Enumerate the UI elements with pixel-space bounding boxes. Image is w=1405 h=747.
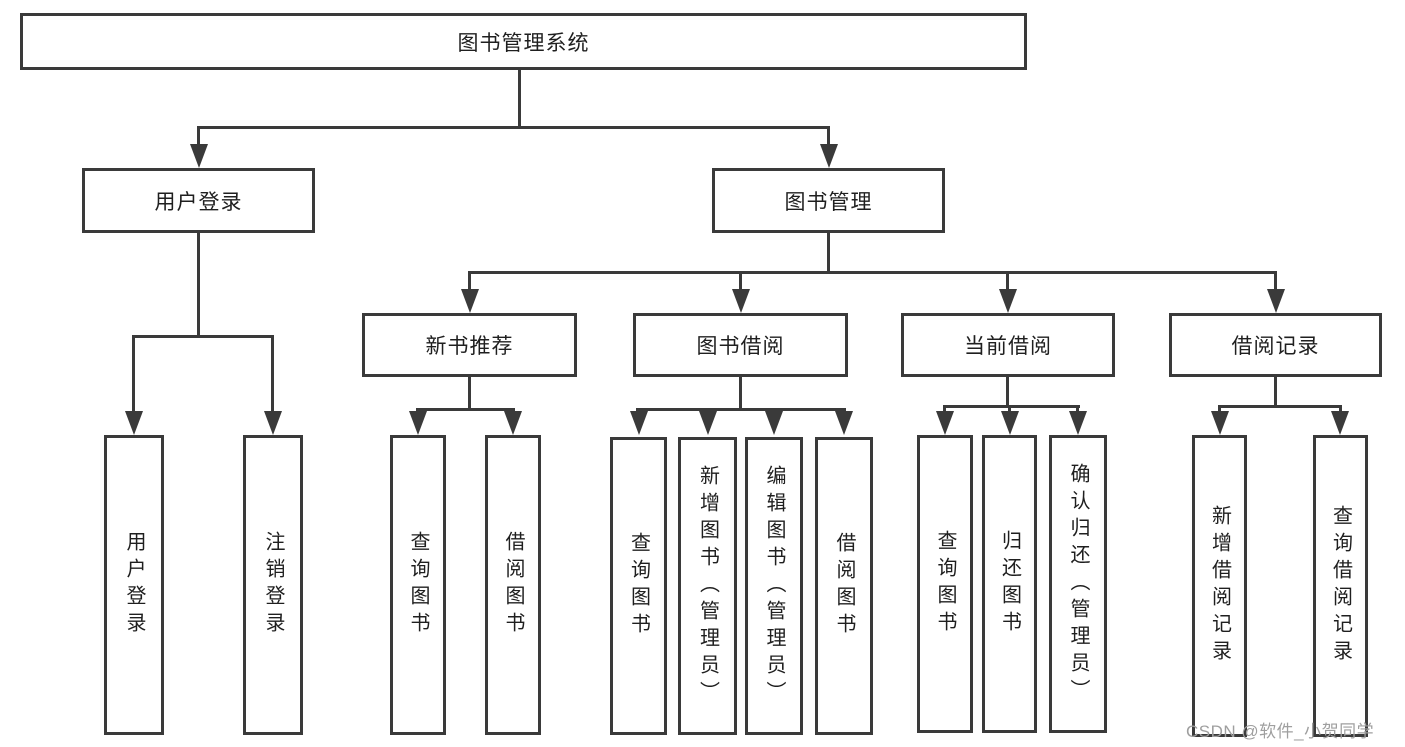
connector-current-borrow-stem — [1006, 377, 1009, 408]
arrowhead-leaf-return — [1001, 411, 1019, 435]
arrowhead-leaf-query3 — [936, 411, 954, 435]
node-leaf-add-borrow-record-label: 新增借阅记录 — [1208, 505, 1231, 667]
arrowhead-leaf-borrow2 — [835, 411, 853, 435]
connector-to-book-borrow — [739, 271, 742, 293]
connector-book-borrow-stem — [739, 377, 742, 411]
node-leaf-edit-book-admin-label: 编辑图书（管理员） — [763, 464, 785, 708]
connector-to-leaf-login — [132, 335, 135, 415]
arrowhead-user-login — [190, 144, 208, 168]
node-leaf-query-books-1-label: 查询图书 — [407, 531, 429, 639]
node-new-book-rec: 新书推荐 — [362, 313, 577, 377]
node-leaf-user-login-label: 用户登录 — [123, 531, 145, 639]
arrowhead-leaf-query2 — [630, 411, 648, 435]
arrowhead-leaf-borrow1 — [504, 411, 522, 435]
node-current-borrow-label: 当前借阅 — [964, 335, 1052, 358]
node-leaf-query-books-3: 查询图书 — [917, 435, 973, 733]
connector-new-book-rec-branch — [416, 408, 515, 411]
arrowhead-leaf-query1 — [409, 411, 427, 435]
connector-new-book-rec-stem — [468, 377, 471, 411]
node-leaf-confirm-return-admin-label: 确认归还（管理员） — [1067, 462, 1089, 706]
connector-to-leaf-logout — [271, 335, 274, 415]
arrowhead-book-borrow — [732, 289, 750, 313]
connector-book-mgmt-stem — [827, 233, 830, 274]
node-leaf-borrow-books-1-label: 借阅图书 — [502, 531, 524, 639]
node-borrow-records: 借阅记录 — [1169, 313, 1382, 377]
node-leaf-return-book-label: 归还图书 — [998, 530, 1021, 638]
node-leaf-user-login: 用户登录 — [104, 435, 164, 735]
node-root: 图书管理系统 — [20, 13, 1027, 70]
connector-root-to-user-login — [197, 126, 200, 148]
node-leaf-query-books-2: 查询图书 — [610, 437, 667, 735]
connector-book-borrow-branch — [636, 408, 846, 411]
node-leaf-logout: 注销登录 — [243, 435, 303, 735]
arrowhead-leaf-edit-book — [765, 411, 783, 435]
arrowhead-leaf-login — [125, 411, 143, 435]
connector-current-borrow-branch — [943, 405, 1080, 408]
node-leaf-query-books-1: 查询图书 — [390, 435, 446, 735]
node-new-book-rec-label: 新书推荐 — [425, 335, 514, 358]
node-leaf-logout-label: 注销登录 — [262, 531, 284, 639]
node-leaf-borrow-books-2-label: 借阅图书 — [833, 532, 855, 640]
connector-borrow-records-stem — [1274, 377, 1277, 408]
arrowhead-leaf-confirm-return — [1069, 411, 1087, 435]
connector-user-login-stem — [197, 233, 200, 338]
node-book-borrow-label: 图书借阅 — [696, 335, 785, 358]
connector-user-login-branch — [132, 335, 274, 338]
node-root-label: 图书管理系统 — [457, 31, 590, 55]
arrowhead-leaf-logout — [264, 411, 282, 435]
connector-borrow-records-branch — [1218, 405, 1342, 408]
arrowhead-book-mgmt — [820, 144, 838, 168]
connector-root-branch — [197, 126, 830, 129]
arrowhead-new-book-rec — [461, 289, 479, 313]
connector-root-to-book-mgmt — [827, 126, 830, 148]
node-leaf-borrow-books-1: 借阅图书 — [485, 435, 541, 735]
node-leaf-add-book-admin-label: 新增图书（管理员） — [696, 464, 719, 708]
node-leaf-query-borrow-record-label: 查询借阅记录 — [1329, 505, 1352, 667]
node-user-login-label: 用户登录 — [154, 190, 243, 214]
connector-root-stem — [518, 70, 521, 126]
node-book-borrow: 图书借阅 — [633, 313, 848, 377]
connector-to-current-borrow — [1006, 271, 1009, 293]
node-leaf-borrow-books-2: 借阅图书 — [815, 437, 873, 735]
node-book-mgmt: 图书管理 — [712, 168, 945, 233]
node-current-borrow: 当前借阅 — [901, 313, 1115, 377]
connector-to-borrow-records — [1274, 271, 1277, 293]
arrowhead-borrow-records — [1267, 289, 1285, 313]
arrowhead-leaf-query-record — [1331, 411, 1349, 435]
node-book-mgmt-label: 图书管理 — [784, 190, 873, 214]
arrowhead-leaf-add-record — [1211, 411, 1229, 435]
node-leaf-query-borrow-record: 查询借阅记录 — [1313, 435, 1368, 737]
node-user-login: 用户登录 — [82, 168, 315, 233]
connector-book-mgmt-branch — [468, 271, 1277, 274]
node-leaf-return-book: 归还图书 — [982, 435, 1037, 733]
node-leaf-add-book-admin: 新增图书（管理员） — [678, 437, 737, 735]
connector-to-new-book-rec — [468, 271, 471, 293]
node-leaf-confirm-return-admin: 确认归还（管理员） — [1049, 435, 1107, 733]
arrowhead-current-borrow — [999, 289, 1017, 313]
node-leaf-query-books-2-label: 查询图书 — [627, 532, 650, 640]
arrowhead-leaf-add-book — [699, 411, 717, 435]
node-leaf-add-borrow-record: 新增借阅记录 — [1192, 435, 1247, 737]
node-leaf-edit-book-admin: 编辑图书（管理员） — [745, 437, 803, 735]
node-leaf-query-books-3-label: 查询图书 — [934, 530, 956, 638]
csdn-watermark: CSDN @软件_小贺同学 — [1186, 722, 1375, 741]
node-borrow-records-label: 借阅记录 — [1231, 335, 1320, 358]
